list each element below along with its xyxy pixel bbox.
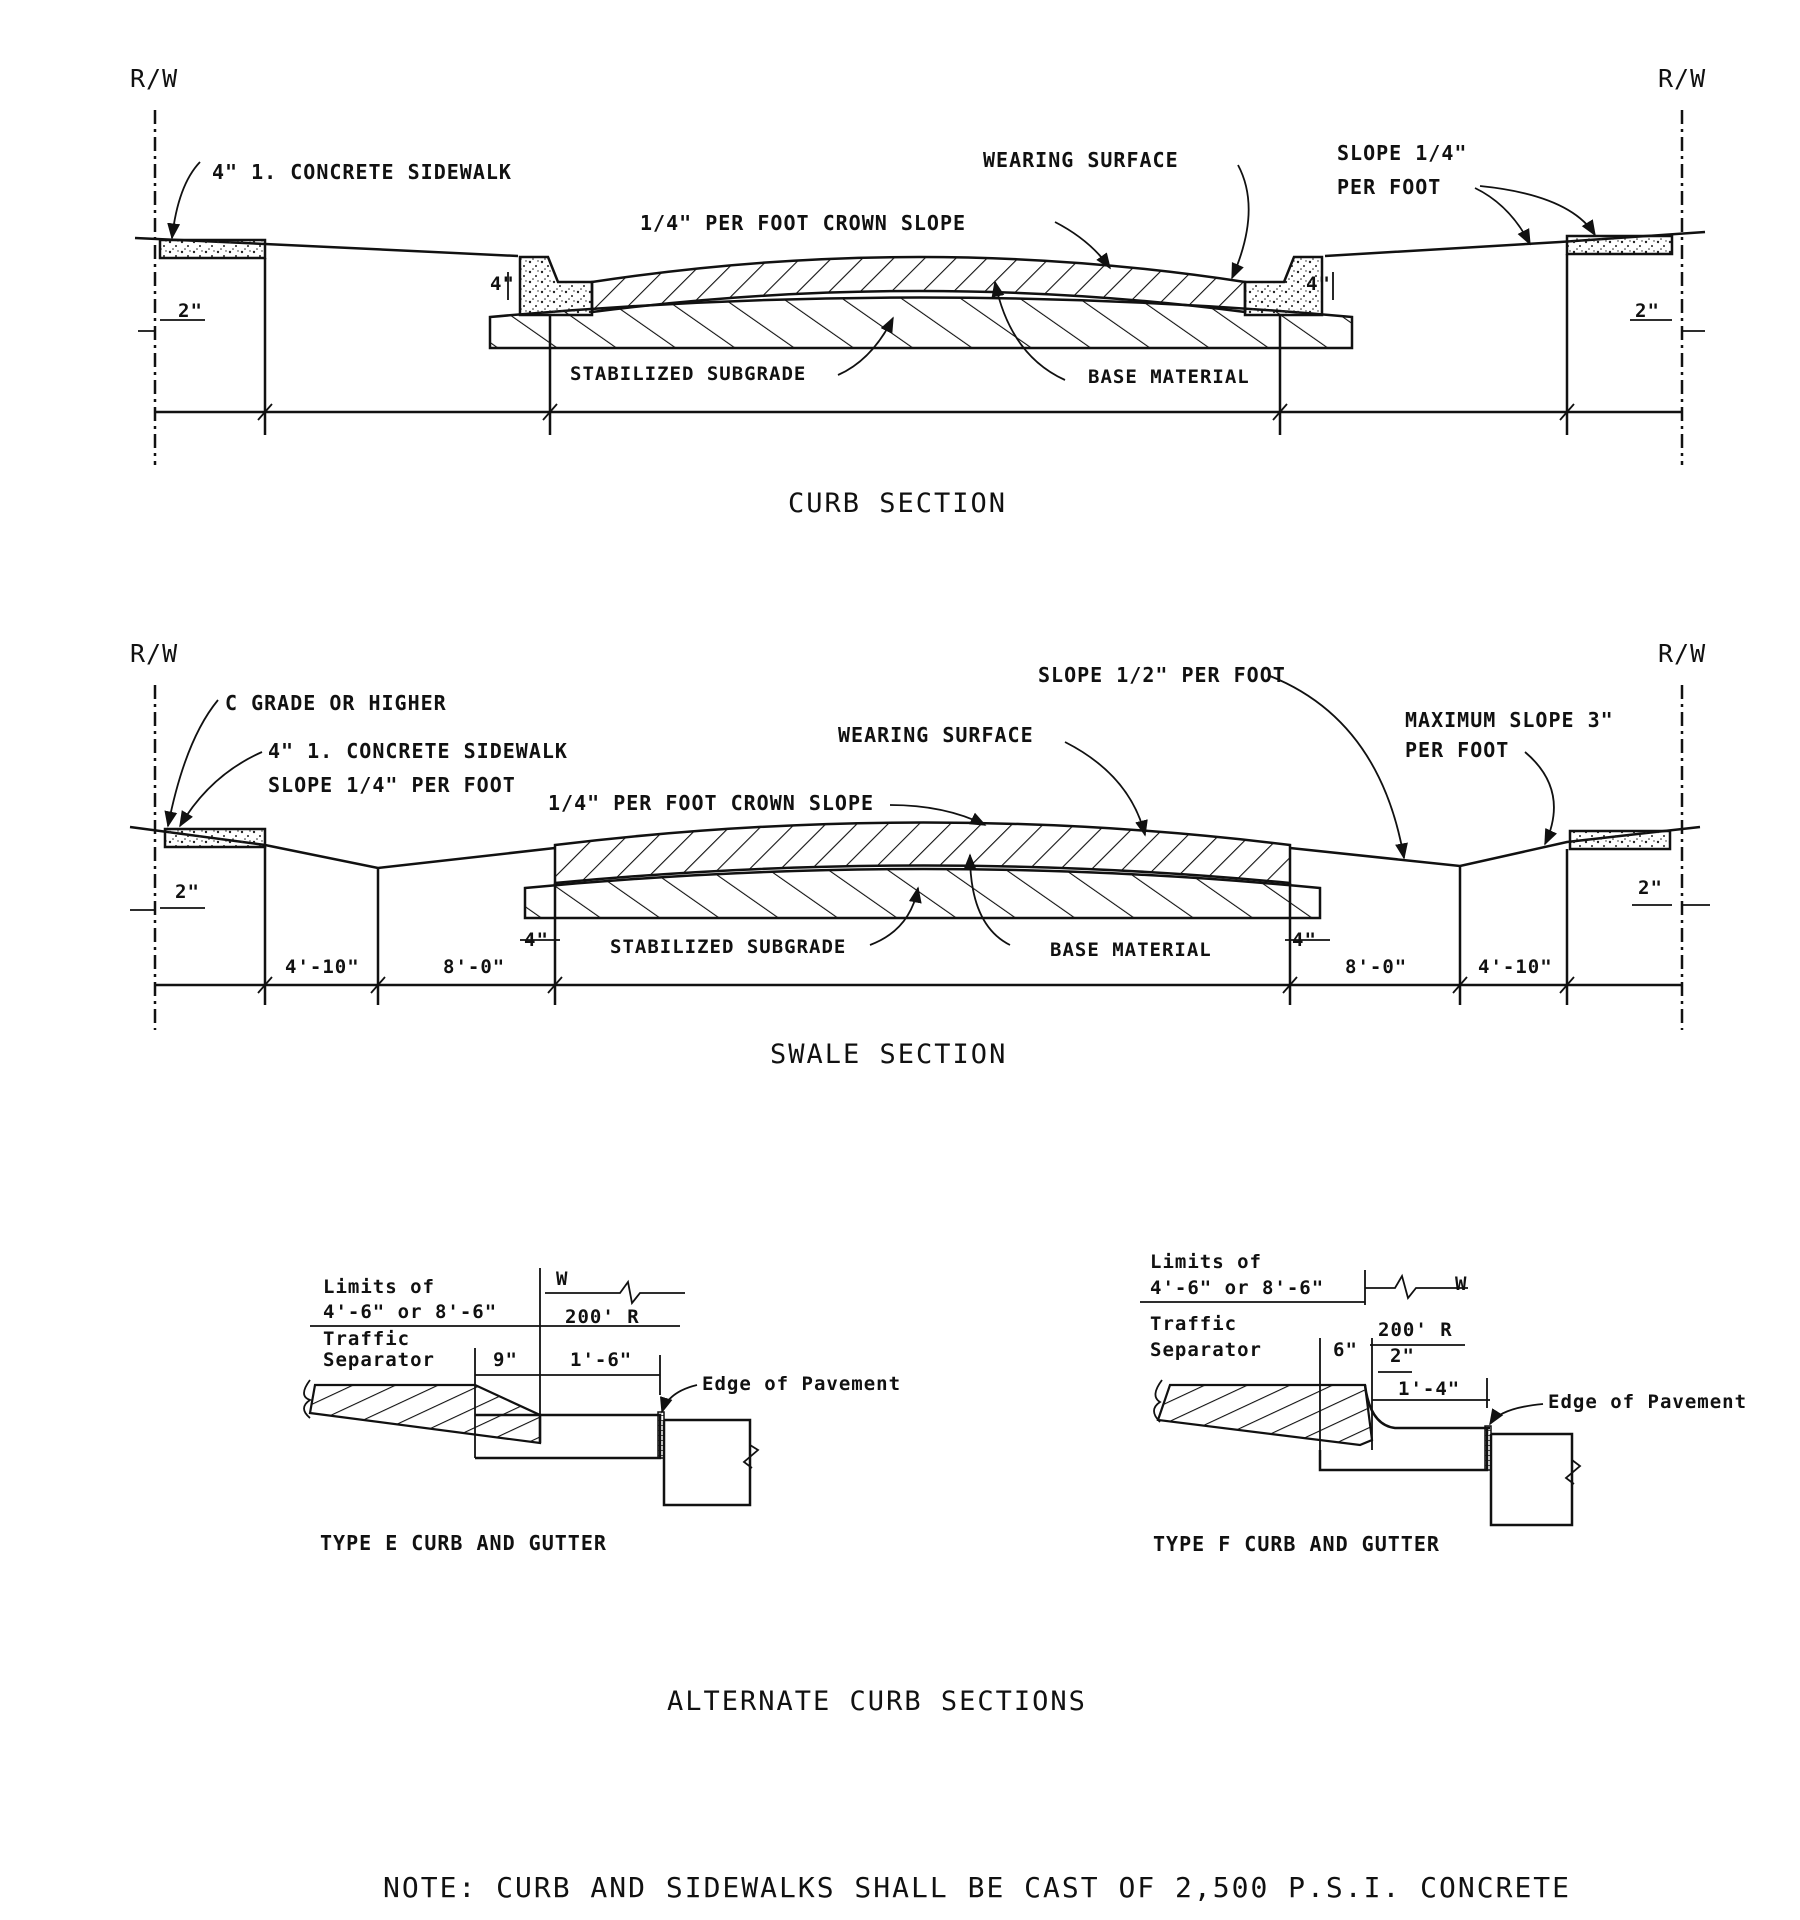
curb-base-material-label: BASE MATERIAL [1088, 366, 1250, 388]
curb-left [518, 255, 594, 317]
curb-offset-right: 2" [1635, 300, 1660, 322]
swale-sidewalk-slope: SLOPE 1/4" PER FOOT [268, 773, 516, 797]
swale-offset-right: 2" [1638, 877, 1663, 899]
type-e-pavement [662, 1418, 752, 1507]
swale-sidewalk-label: 4" 1. CONCRETE SIDEWALK [268, 739, 568, 763]
leader-crown [1054, 221, 1111, 270]
leader-sidewalk-2 [179, 751, 263, 828]
swale-dim-3: 8'-0" [1345, 956, 1407, 978]
leader-sidewalk [167, 161, 201, 240]
type-e-limits-line1: Limits of [323, 1276, 435, 1298]
rw-label-top-right: R/W [1658, 64, 1706, 93]
type-f-w-line [1365, 1273, 1468, 1300]
swale-max-slope-line1: MAXIMUM SLOPE 3" [1405, 708, 1614, 732]
dimension-ticks [257, 403, 1575, 421]
leader-type-e-edge [659, 1384, 698, 1414]
type-e-break-line [303, 1379, 313, 1419]
type-f-curb-detail: Limits of 4'-6" or 8'-6" Traffic Separat… [1140, 1251, 1747, 1556]
swale-overhang-left: 4" [524, 929, 549, 951]
type-f-edge-label: Edge of Pavement [1548, 1391, 1747, 1413]
swale-dim-2: 8'-0" [443, 956, 505, 978]
curb-slope-line2: PER FOOT [1337, 175, 1441, 199]
curb-sidewalk-right [1565, 234, 1674, 256]
swale-offset-left: 2" [175, 881, 200, 903]
type-f-traffic-line2: Separator [1150, 1339, 1262, 1361]
curb-section-title: CURB SECTION [788, 488, 1007, 519]
swale-base-material-label: BASE MATERIAL [1050, 939, 1212, 961]
leader-subgrade [837, 316, 894, 376]
curb-sidewalk-label: 4" 1. CONCRETE SIDEWALK [212, 160, 512, 184]
type-f-w: W [1455, 1273, 1467, 1295]
swale-sidewalk-left [163, 827, 267, 849]
curb-sidewalk-left [158, 238, 267, 260]
curb-offset-left: 2" [178, 300, 203, 322]
rw-label-top-left: R/W [130, 64, 178, 93]
rw-label-mid-right: R/W [1658, 639, 1706, 668]
swale-dim-1: 4'-10" [285, 956, 360, 978]
curb-subgrade-label: STABILIZED SUBGRADE [570, 363, 806, 385]
leader-wearing-2 [1064, 741, 1148, 837]
swale-max-slope-line2: PER FOOT [1405, 738, 1509, 762]
type-e-limits-line2: 4'-6" or 8'-6" [323, 1301, 497, 1323]
type-e-dim-b: 1'-6" [570, 1349, 632, 1371]
alternate-curb-sections-title: ALTERNATE CURB SECTIONS [667, 1686, 1087, 1717]
leader-max-slope [1524, 751, 1558, 846]
type-f-limits-line1: Limits of [1150, 1251, 1262, 1273]
type-f-pavement-break [1564, 1459, 1582, 1485]
leader-crown-2 [889, 804, 987, 826]
swale-crown-slope-label: 1/4" PER FOOT CROWN SLOPE [548, 791, 874, 815]
dimension-ticks [257, 976, 1575, 994]
type-e-traffic-line2: Separator [323, 1349, 435, 1371]
curb-section-drawing: R/W R/W 4" 4" 2" 2" [130, 64, 1706, 519]
curb-right [1243, 255, 1324, 317]
type-e-curb-detail: Limits of 4'-6" or 8'-6" Traffic Separat… [303, 1268, 901, 1555]
leader-slope-a [1474, 187, 1531, 246]
curb-wearing-surface-label: WEARING SURFACE [983, 148, 1179, 172]
swale-dim-4: 4'-10" [1478, 956, 1553, 978]
rw-label-mid-left: R/W [130, 639, 178, 668]
type-e-pavement-break [742, 1444, 760, 1469]
swale-wearing-surface-label: WEARING SURFACE [838, 723, 1034, 747]
type-f-dim-a: 6" [1333, 1339, 1358, 1361]
type-f-separator-hatch [1156, 1383, 1374, 1447]
swale-sidewalk-right [1568, 829, 1672, 851]
leader-type-f-edge [1489, 1403, 1544, 1426]
swale-section-drawing: R/W R/W 2" 2" 4" 4" 4'-1 [129, 639, 1710, 1070]
type-f-break-line [1153, 1379, 1163, 1423]
swale-grade-label: C GRADE OR HIGHER [225, 691, 447, 715]
swale-overhang-right: 4" [1292, 929, 1317, 951]
type-f-traffic-line1: Traffic [1150, 1313, 1237, 1335]
type-f-title: TYPE F CURB AND GUTTER [1153, 1532, 1440, 1556]
type-f-curb-face [1363, 1384, 1490, 1430]
curb-crown-slope-label: 1/4" PER FOOT CROWN SLOPE [640, 211, 966, 235]
curb-height-left: 4" [490, 273, 515, 295]
type-e-w: W [556, 1268, 568, 1290]
leader-subgrade-2 [869, 886, 922, 946]
curb-slope-line1: SLOPE 1/4" [1337, 141, 1467, 165]
type-e-dim-a: 9" [493, 1349, 518, 1371]
type-f-limits-line2: 4'-6" or 8'-6" [1150, 1277, 1324, 1299]
type-f-pavement [1489, 1432, 1574, 1527]
swale-slope-half-label: SLOPE 1/2" PER FOOT [1038, 663, 1286, 687]
leader-base [991, 280, 1066, 381]
concrete-note: NOTE: CURB AND SIDEWALKS SHALL BE CAST O… [383, 1871, 1571, 1904]
type-e-w-line [545, 1279, 685, 1306]
type-f-radius: 200' R [1378, 1319, 1453, 1341]
curb-height-right: 4" [1306, 273, 1331, 295]
leader-wearing-surface [1231, 164, 1250, 280]
leader-slope-b [1479, 185, 1596, 237]
leader-base-2 [963, 853, 1011, 946]
type-f-dim-b: 2" [1390, 1345, 1415, 1367]
type-e-radius: 200' R [565, 1306, 640, 1328]
type-e-edge-label: Edge of Pavement [702, 1373, 901, 1395]
type-e-title: TYPE E CURB AND GUTTER [320, 1531, 607, 1555]
swale-subgrade-label: STABILIZED SUBGRADE [610, 936, 846, 958]
type-f-dim-c: 1'-4" [1398, 1378, 1460, 1400]
swale-section-title: SWALE SECTION [770, 1039, 1007, 1070]
leader-grade [164, 699, 219, 828]
leader-slope-half [1269, 675, 1408, 860]
type-e-traffic-line1: Traffic [323, 1328, 410, 1350]
